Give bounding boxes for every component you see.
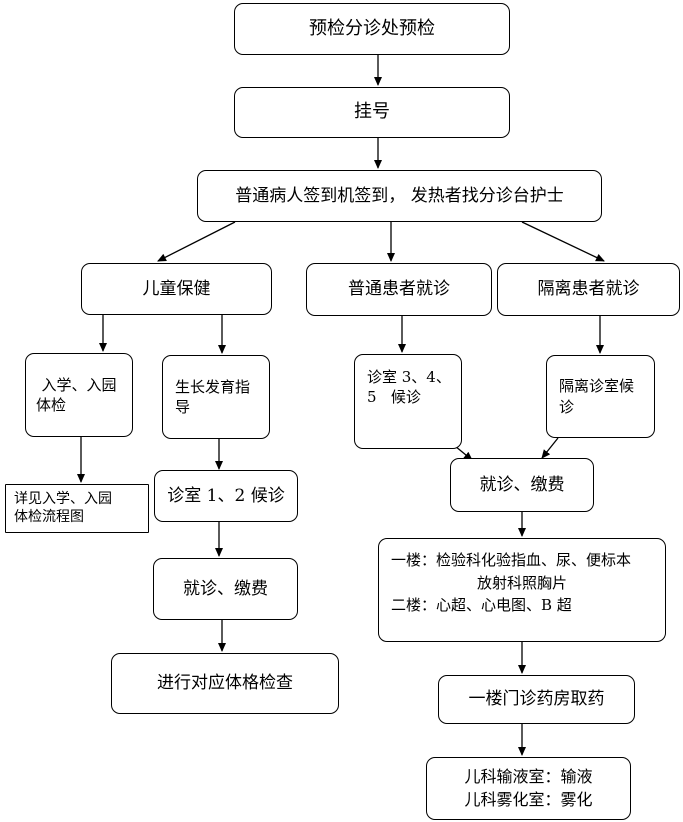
node-physical-exam: 进行对应体格检查 (111, 653, 339, 714)
node-triage-desk: 预检分诊处预检 (234, 3, 510, 55)
node-see-checkup-flow: 详见入学、入园 体检流程图 (5, 484, 149, 533)
arrow-n9-n15 (454, 445, 473, 461)
node-pharmacy: 一楼门诊药房取药 (438, 675, 635, 724)
node-label: 就诊、缴费 (479, 474, 565, 495)
node-check-in: 普通病人签到机签到， 发热者找分诊台护士 (197, 170, 602, 222)
node-label-line1: 隔离诊室候 (559, 377, 635, 396)
node-label-line2: 导 (175, 398, 191, 416)
node-label: 挂号 (354, 101, 390, 123)
node-label-line2: 体检 (36, 396, 67, 414)
node-label-line2: 诊 (559, 397, 575, 416)
node-label: 隔离患者就诊 (537, 279, 640, 300)
arrow-n10-n15 (541, 437, 559, 459)
node-registration: 挂号 (234, 87, 510, 138)
node-growth-guidance: 生长发育指 导 (162, 355, 270, 439)
arrow-n3-n6 (521, 221, 605, 262)
node-label-line1: 详见入学、入园 (14, 491, 112, 507)
node-visit-pay-left: 就诊、缴费 (153, 558, 298, 620)
node-label: 普通患者就诊 (348, 279, 450, 300)
node-label-line1: 诊室 3、4、 (367, 368, 451, 386)
node-isolation-patient: 隔离患者就诊 (497, 263, 680, 316)
node-label-line2: 5 候诊 (367, 388, 421, 407)
node-infusion-nebulization: 儿科输液室：输液 儿科雾化室：雾化 (426, 757, 631, 820)
node-label-line2: 体检流程图 (14, 508, 84, 525)
arrow-n3-n4 (157, 221, 236, 262)
node-general-patient: 普通患者就诊 (306, 263, 492, 316)
node-label-line2: 儿科雾化室：雾化 (464, 789, 593, 809)
node-label-line1: 生长发育指 (175, 377, 251, 396)
node-school-checkup: 入学、入园 体检 (25, 353, 133, 437)
node-label: 就诊、缴费 (183, 578, 268, 599)
node-label: 一楼门诊药房取药 (468, 689, 605, 710)
node-label-line2: 放射科照胸片 (476, 573, 567, 592)
node-label: 儿童保健 (142, 278, 211, 299)
node-isolation-room: 隔离诊室候 诊 (546, 355, 655, 438)
node-child-health: 儿童保健 (81, 263, 272, 315)
node-label-line3: 二楼：心超、心电图、B 超 (391, 596, 572, 614)
node-label-line1: 儿科输液室：输液 (464, 767, 593, 787)
node-label-line1: 一楼：检验科化验指血、尿、便标本 (391, 551, 632, 569)
node-visit-pay-right: 就诊、缴费 (450, 458, 594, 512)
node-room-3-4-5: 诊室 3、4、 5 候诊 (354, 354, 462, 449)
node-label: 预检分诊处预检 (309, 17, 435, 39)
node-label: 进行对应体格检查 (157, 673, 293, 694)
node-label-line1: 入学、入园 (41, 375, 117, 394)
node-room-1-2: 诊室 1、2 候诊 (154, 470, 298, 522)
node-label: 诊室 1、2 候诊 (167, 485, 285, 506)
node-label: 普通病人签到机签到， 发热者找分诊台护士 (235, 185, 564, 206)
node-exams: 一楼：检验科化验指血、尿、便标本 放射科照胸片 二楼：心超、心电图、B 超 (378, 538, 666, 642)
